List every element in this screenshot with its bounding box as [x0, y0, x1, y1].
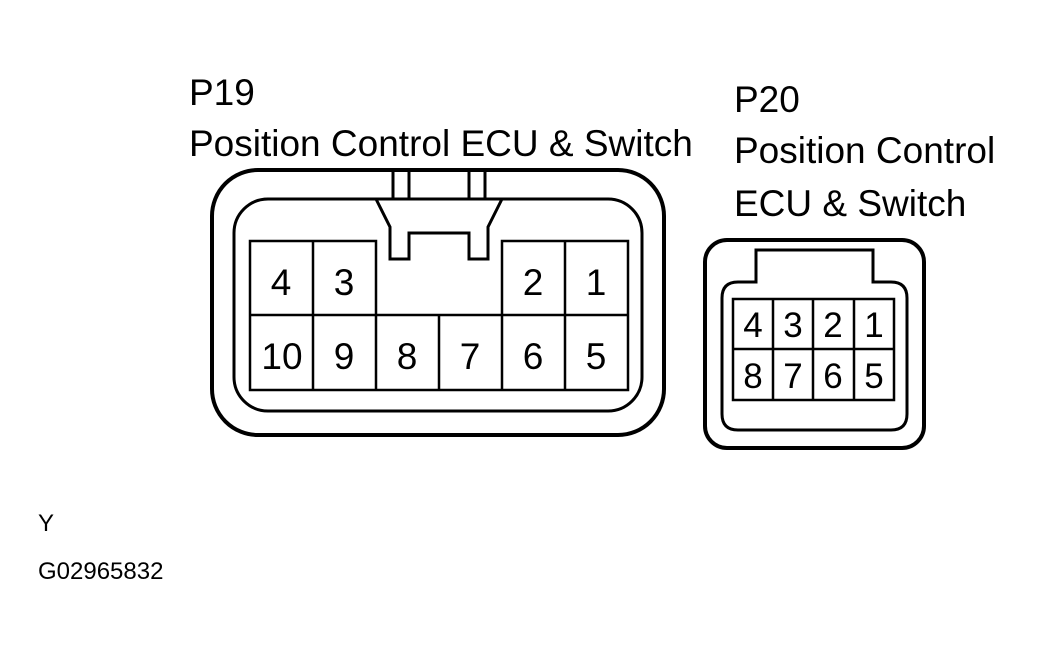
p19-pin-label: 6: [523, 336, 544, 377]
p19-pin-label: 3: [334, 262, 355, 303]
p19-code: P19: [189, 72, 255, 113]
p19-pin-label: 8: [397, 336, 418, 377]
wire-color-code: Y: [38, 510, 55, 537]
p19-latch: [374, 198, 504, 261]
p19-housing-inner: [232, 197, 644, 413]
p20-pin-label: 2: [823, 306, 842, 345]
p19-pin-label: 10: [261, 336, 302, 377]
p19-pin-labels: 4 3 2 1 10 9 8 7 6 5: [261, 262, 606, 377]
p20-housing-outer: [703, 238, 926, 450]
p19-housing-outer: [210, 168, 666, 437]
p19-connector: [210, 168, 666, 437]
p19-name: Position Control ECU & Switch: [189, 123, 693, 164]
p20-housing-inner: [720, 248, 909, 432]
p20-pin-label: 8: [743, 357, 762, 396]
p19-pin-label: 4: [271, 262, 292, 303]
p19-pin-label: 7: [460, 336, 481, 377]
p20-connector: [703, 238, 926, 450]
p20-pin-label: 1: [864, 306, 883, 345]
p20-pin-label: 7: [783, 357, 802, 396]
p20-pin-label: 3: [783, 306, 802, 345]
p20-code: P20: [734, 79, 800, 120]
p20-name-line2: ECU & Switch: [734, 183, 967, 224]
p19-pin-label: 1: [586, 262, 607, 303]
p19-pin-label: 9: [334, 336, 355, 377]
figure-id: G02965832: [38, 558, 164, 585]
p20-name-line1: Position Control: [734, 130, 996, 171]
p19-pin-label: 2: [523, 262, 544, 303]
p20-pin-labels: 4 3 2 1 8 7 6 5: [743, 306, 883, 396]
p19-pin-label: 5: [586, 336, 607, 377]
p20-pin-label: 5: [864, 357, 883, 396]
p20-pin-label: 4: [743, 306, 762, 345]
p20-pin-label: 6: [823, 357, 842, 396]
